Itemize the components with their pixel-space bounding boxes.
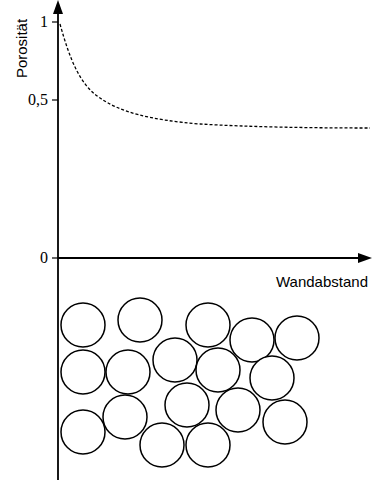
tick-label: 1 xyxy=(40,14,48,30)
y-axis xyxy=(57,8,59,480)
tick-label: 0 xyxy=(40,250,48,266)
tick xyxy=(52,21,58,22)
x-axis xyxy=(58,257,362,259)
axis-title: Wandabstand xyxy=(276,274,368,289)
porosity-curve xyxy=(60,24,370,128)
x-arrow xyxy=(358,253,372,263)
tick-label: 0,5 xyxy=(28,92,48,108)
tick xyxy=(52,99,58,100)
particle-bed xyxy=(61,298,319,467)
tick xyxy=(52,257,58,258)
y-arrow xyxy=(53,0,63,14)
axis-title: Porosität xyxy=(15,18,30,77)
